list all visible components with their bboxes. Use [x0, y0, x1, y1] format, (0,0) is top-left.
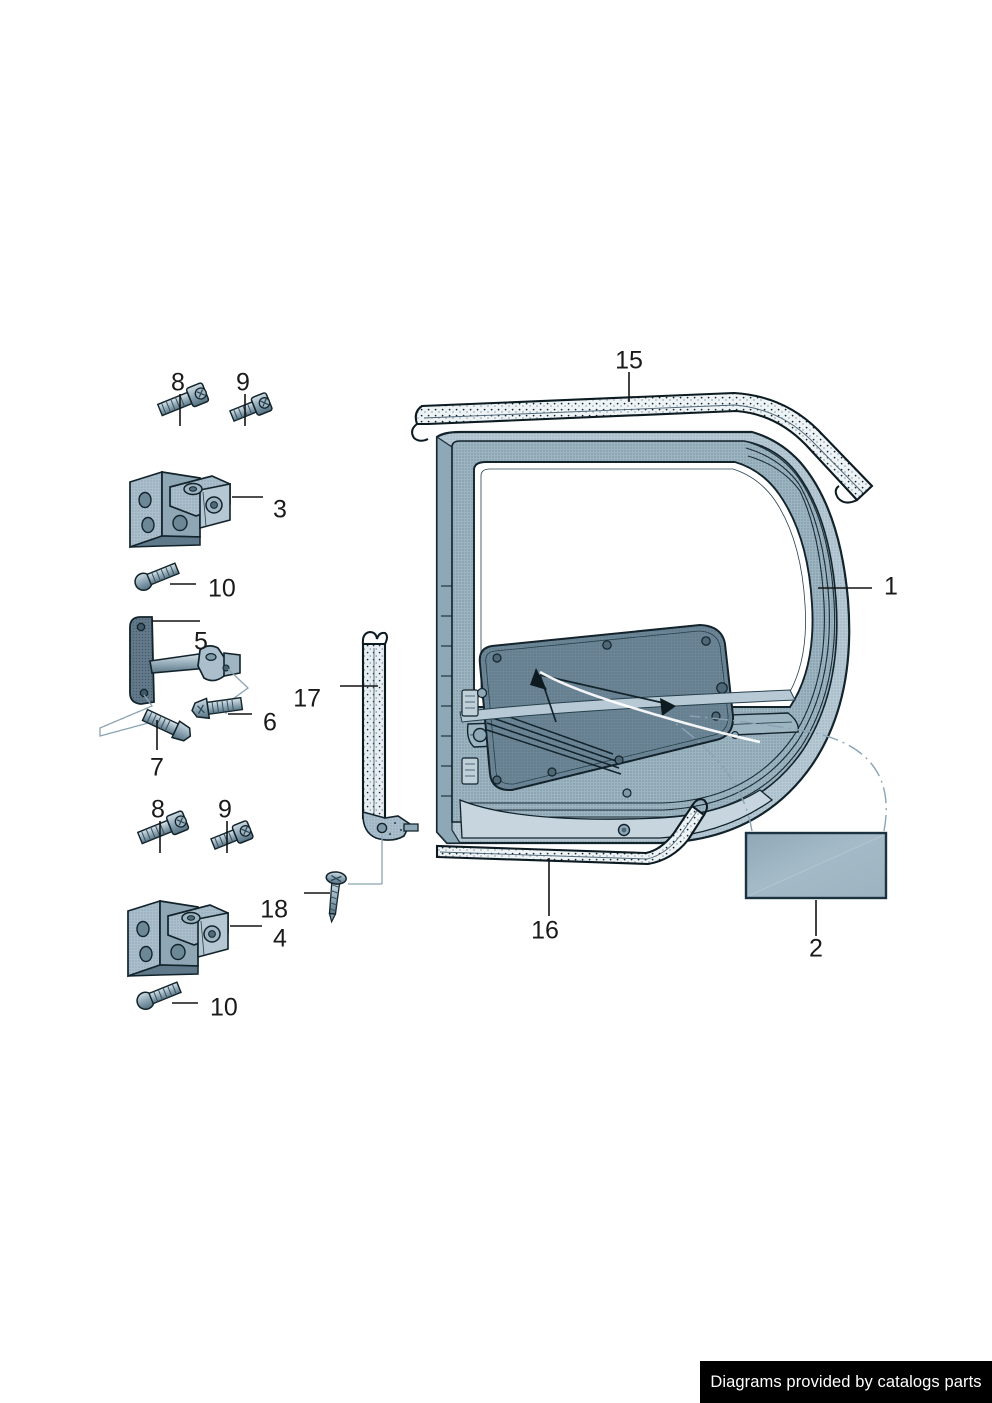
upper-hinge-side-hole [210, 501, 218, 509]
lower-seal-crease [439, 810, 698, 860]
lower-door-hinge [127, 899, 229, 978]
door-pillar-seal [361, 630, 419, 841]
door-inner-aperture-lip [485, 630, 729, 785]
door-bottom-fasteners [617, 788, 632, 837]
door-contour-lines [460, 440, 836, 818]
hinge-bolt-9-upper [229, 392, 273, 423]
lower-hinge-pin-hole [186, 915, 196, 921]
callout-3: 3 [273, 496, 287, 524]
lower-hinge-hole-a [136, 920, 150, 938]
seal-retaining-screw-18 [325, 871, 347, 924]
upper-seal-right-tail [834, 485, 858, 504]
check-strap-plate-hole-top [136, 622, 146, 632]
hinge-mount-pads [461, 687, 488, 785]
callout-5: 5 [194, 628, 208, 656]
watermark-text: Diagrams provided by catalogs parts [710, 1372, 982, 1391]
callout-16: 16 [531, 917, 559, 945]
pillar-seal-top-hook [361, 630, 388, 645]
callout-15: 15 [615, 347, 643, 375]
callout-leaders [152, 372, 872, 1004]
door-check-strap [129, 616, 241, 705]
lower-hinge-flange [127, 899, 161, 978]
callout-10: 10 [208, 575, 236, 603]
upper-seal-body [414, 391, 874, 502]
door-panel-insulation [744, 831, 888, 900]
upper-hinge-pin-hole [188, 486, 198, 492]
pillar-seal-bracket-speckle [388, 821, 403, 836]
insulation-leader-left [675, 723, 753, 832]
check-strap-end-hole [222, 664, 230, 672]
callout-18: 18 [260, 896, 288, 924]
upper-hinge-flange [129, 470, 163, 549]
upper-hinge-bottom-lip [129, 535, 201, 548]
check-strap-screw-7 [141, 708, 192, 742]
door-jamb-notches [441, 585, 452, 797]
lower-hinge-hole-c [170, 943, 186, 961]
lower-seal-right-tail [691, 798, 708, 816]
lower-hinge-knuckle-face [200, 920, 205, 956]
door-shell-assembly [435, 430, 851, 845]
hinge-bolt-8-upper [156, 382, 210, 417]
insulation-leader-right [689, 715, 887, 832]
door-highlight-sweep [539, 670, 761, 744]
hinge-pin-screw-10-upper [134, 562, 180, 592]
callout-4: 4 [273, 925, 287, 953]
lower-hinge-bottom-lip [127, 964, 199, 977]
lower-door-seal [435, 798, 708, 866]
upper-seal-crease [423, 404, 864, 494]
callout-10b: 10 [210, 994, 238, 1022]
callout-1: 1 [884, 573, 898, 601]
upper-door-seal [411, 391, 874, 504]
check-strap-bolt-6 [191, 696, 244, 720]
callout-8b: 8 [151, 796, 165, 824]
watermark-banner: Diagrams provided by catalogs parts [700, 1361, 992, 1403]
insulation-mount-arrows [530, 668, 676, 723]
upper-hinge-knuckle-face [202, 491, 207, 527]
pillar-seal-bracket-stud [403, 823, 419, 832]
callout-numbers: 1 2 3 4 5 6 7 8 9 10 8 9 10 15 16 17 18 [150, 347, 898, 1022]
callout-8: 8 [171, 369, 185, 397]
lower-hinge-side-hole [208, 930, 216, 938]
aperture-fastener-holes [490, 636, 728, 785]
lower-hinge-hole-b [139, 945, 153, 963]
callout-7: 7 [150, 754, 164, 782]
upper-door-hinge [129, 470, 231, 549]
upper-seal-left-tail [411, 423, 429, 442]
screw-18-dash [348, 836, 383, 885]
pillar-seal-bracket-hole [376, 822, 388, 834]
check-strap-plate [129, 616, 155, 705]
callout-9b: 9 [218, 796, 232, 824]
upper-hinge-hole-c [172, 514, 188, 532]
check-strap-housing-boss [205, 652, 217, 661]
callout-6: 6 [263, 709, 277, 737]
hinge-pin-screw-10-lower [136, 981, 182, 1011]
hinge-bolt-9-lower [210, 820, 254, 851]
callout-9: 9 [236, 369, 250, 397]
upper-hinge-hole-b [141, 516, 155, 534]
callout-2: 2 [809, 935, 823, 963]
upper-hinge-hole-a [138, 491, 152, 509]
check-strap-dash-left [99, 694, 154, 737]
bolt-9-threads [233, 403, 253, 420]
check-strap-plate-hole-bottom [139, 688, 149, 698]
callout-17: 17 [293, 685, 321, 713]
